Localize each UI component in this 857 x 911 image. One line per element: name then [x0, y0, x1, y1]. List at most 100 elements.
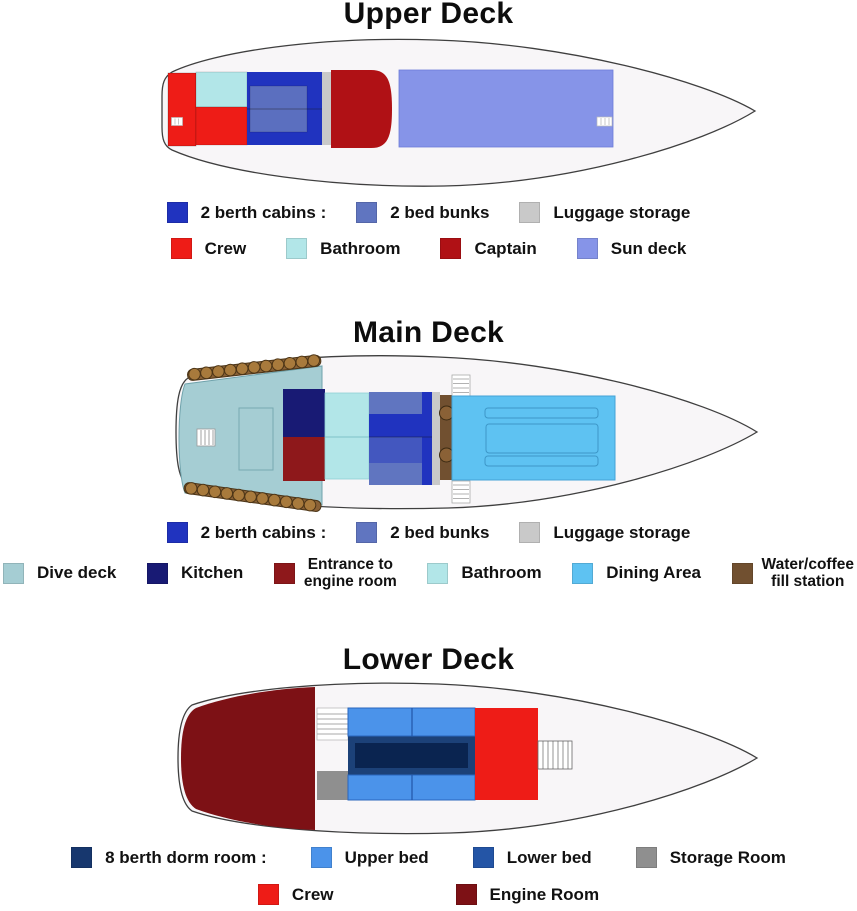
swatch-kitchen	[146, 562, 168, 584]
swatch-bathroom	[427, 562, 449, 584]
legend-label: 2 bed bunks	[390, 522, 490, 542]
dive-deck-bench	[238, 407, 274, 471]
swatch-luggage	[519, 522, 541, 543]
legend-item: Storage Room	[635, 847, 786, 868]
main-dining-area	[451, 395, 616, 481]
main-deck-diagram	[175, 354, 759, 512]
legend-label: Crew	[204, 238, 247, 258]
swatch-dining	[572, 562, 594, 584]
legend-item: Lower bed	[472, 847, 592, 868]
lower-storage-room	[317, 771, 348, 800]
legend-label: Luggage storage	[553, 202, 691, 222]
swatch-upper-bed	[310, 847, 332, 868]
swatch-sun-deck	[576, 238, 598, 259]
main-legend-row-1: 2 berth cabins : 2 bed bunks Luggage sto…	[0, 522, 857, 543]
swatch-lower-bed	[472, 847, 494, 868]
legend-label: Kitchen	[180, 563, 244, 583]
swatch-bathroom	[286, 238, 308, 259]
legend-label: Luggage storage	[553, 522, 691, 542]
upper-deck-title: Upper Deck	[343, 0, 514, 30]
swatch-dive-deck	[3, 562, 24, 584]
main-deck-title: Main Deck	[352, 316, 505, 349]
swatch-dorm-room	[71, 847, 93, 868]
dive-tank-rack-bottom	[183, 482, 322, 512]
legend-item: 8 berth dorm room :	[71, 847, 267, 868]
legend-label: Water/coffee fill station	[761, 556, 854, 591]
legend-label: Lower bed	[506, 847, 592, 867]
main-engine-entrance	[283, 437, 325, 481]
legend-item: Kitchen	[146, 562, 244, 584]
hatch-icon	[171, 117, 183, 126]
lower-legend-row-1: 8 berth dorm room : Upper bed Lower bed …	[0, 847, 857, 868]
main-bed-bunk-top	[369, 392, 422, 414]
upper-crew-room	[195, 106, 248, 146]
lower-engine-room	[181, 687, 315, 830]
dining-table	[484, 407, 599, 419]
legend-label: Dive deck	[37, 563, 117, 583]
swatch-bed-bunk	[356, 522, 378, 543]
legend-label: 2 berth cabins :	[200, 522, 327, 542]
water-tank	[439, 405, 454, 421]
main-bathroom	[324, 392, 370, 480]
dining-table	[485, 423, 599, 454]
legend-label: 2 bed bunks	[390, 202, 490, 222]
swatch-captain	[440, 238, 462, 259]
main-kitchen	[283, 389, 325, 437]
upper-sun-deck	[398, 69, 614, 148]
legend-item: Bathroom	[427, 562, 542, 584]
legend-label: 8 berth dorm room :	[105, 847, 267, 867]
legend-item: 2 bed bunks	[356, 522, 489, 543]
legend-item: Dining Area	[572, 562, 701, 584]
legend-item: Captain	[440, 238, 537, 259]
hatch-icon	[596, 116, 613, 127]
upper-bathroom	[195, 71, 248, 108]
legend-label: Captain	[474, 238, 537, 258]
lower-deck-title: Lower Deck	[342, 643, 515, 676]
ladder-icon	[451, 374, 471, 398]
dining-table	[484, 455, 599, 467]
upper-legend-row-2: Crew Bathroom Captain Sun deck	[0, 238, 857, 259]
upper-deck-diagram	[161, 38, 757, 187]
ladder-icon	[451, 480, 471, 504]
legend-label: Bathroom	[320, 238, 401, 258]
upper-crew-strip	[167, 72, 197, 147]
legend-item: Luggage storage	[519, 522, 690, 543]
legend-item: Dive deck	[3, 562, 117, 584]
swatch-bed-bunk	[356, 202, 378, 223]
swatch-engine-entrance	[273, 562, 295, 584]
legend-label: Bathroom	[461, 563, 542, 583]
swatch-crew	[170, 238, 192, 259]
upper-legend-row-1: 2 berth cabins : 2 bed bunks Luggage sto…	[0, 202, 857, 223]
lower-crew-room	[475, 708, 538, 800]
stairs-icon	[316, 707, 349, 741]
lower-legend-row-2: Crew Engine Room	[0, 884, 857, 905]
ladder-icon	[196, 428, 216, 447]
dive-tank-rack-top	[187, 354, 322, 381]
legend-label: Engine Room	[489, 884, 600, 904]
legend-label: Upper bed	[344, 847, 429, 867]
legend-label: Sun deck	[610, 238, 687, 258]
main-bed-bunk-mid	[369, 437, 422, 463]
legend-item: Upper bed	[310, 847, 429, 868]
swatch-berth-cabin	[166, 202, 188, 223]
legend-item: Crew	[170, 238, 247, 259]
main-legend-row-2: Dive deck Kitchen Entrance to engine roo…	[0, 556, 857, 591]
legend-item: Luggage storage	[519, 202, 690, 223]
legend-item: 2 berth cabins :	[166, 522, 327, 543]
legend-label: 2 berth cabins :	[200, 202, 327, 222]
legend-item: Water/coffee fill station	[731, 556, 854, 591]
water-tank	[439, 447, 454, 463]
legend-label: Dining Area	[606, 563, 701, 583]
legend-item: Crew	[257, 884, 334, 905]
legend-item: Engine Room	[455, 884, 600, 905]
swatch-crew	[257, 884, 279, 905]
main-luggage-storage	[432, 392, 440, 485]
swatch-luggage	[519, 202, 541, 223]
legend-item: Bathroom	[286, 238, 400, 259]
legend-label: Storage Room	[669, 847, 786, 867]
swatch-berth-cabin	[166, 522, 188, 543]
swatch-water-station	[731, 562, 753, 584]
stairs-icon	[537, 740, 573, 770]
